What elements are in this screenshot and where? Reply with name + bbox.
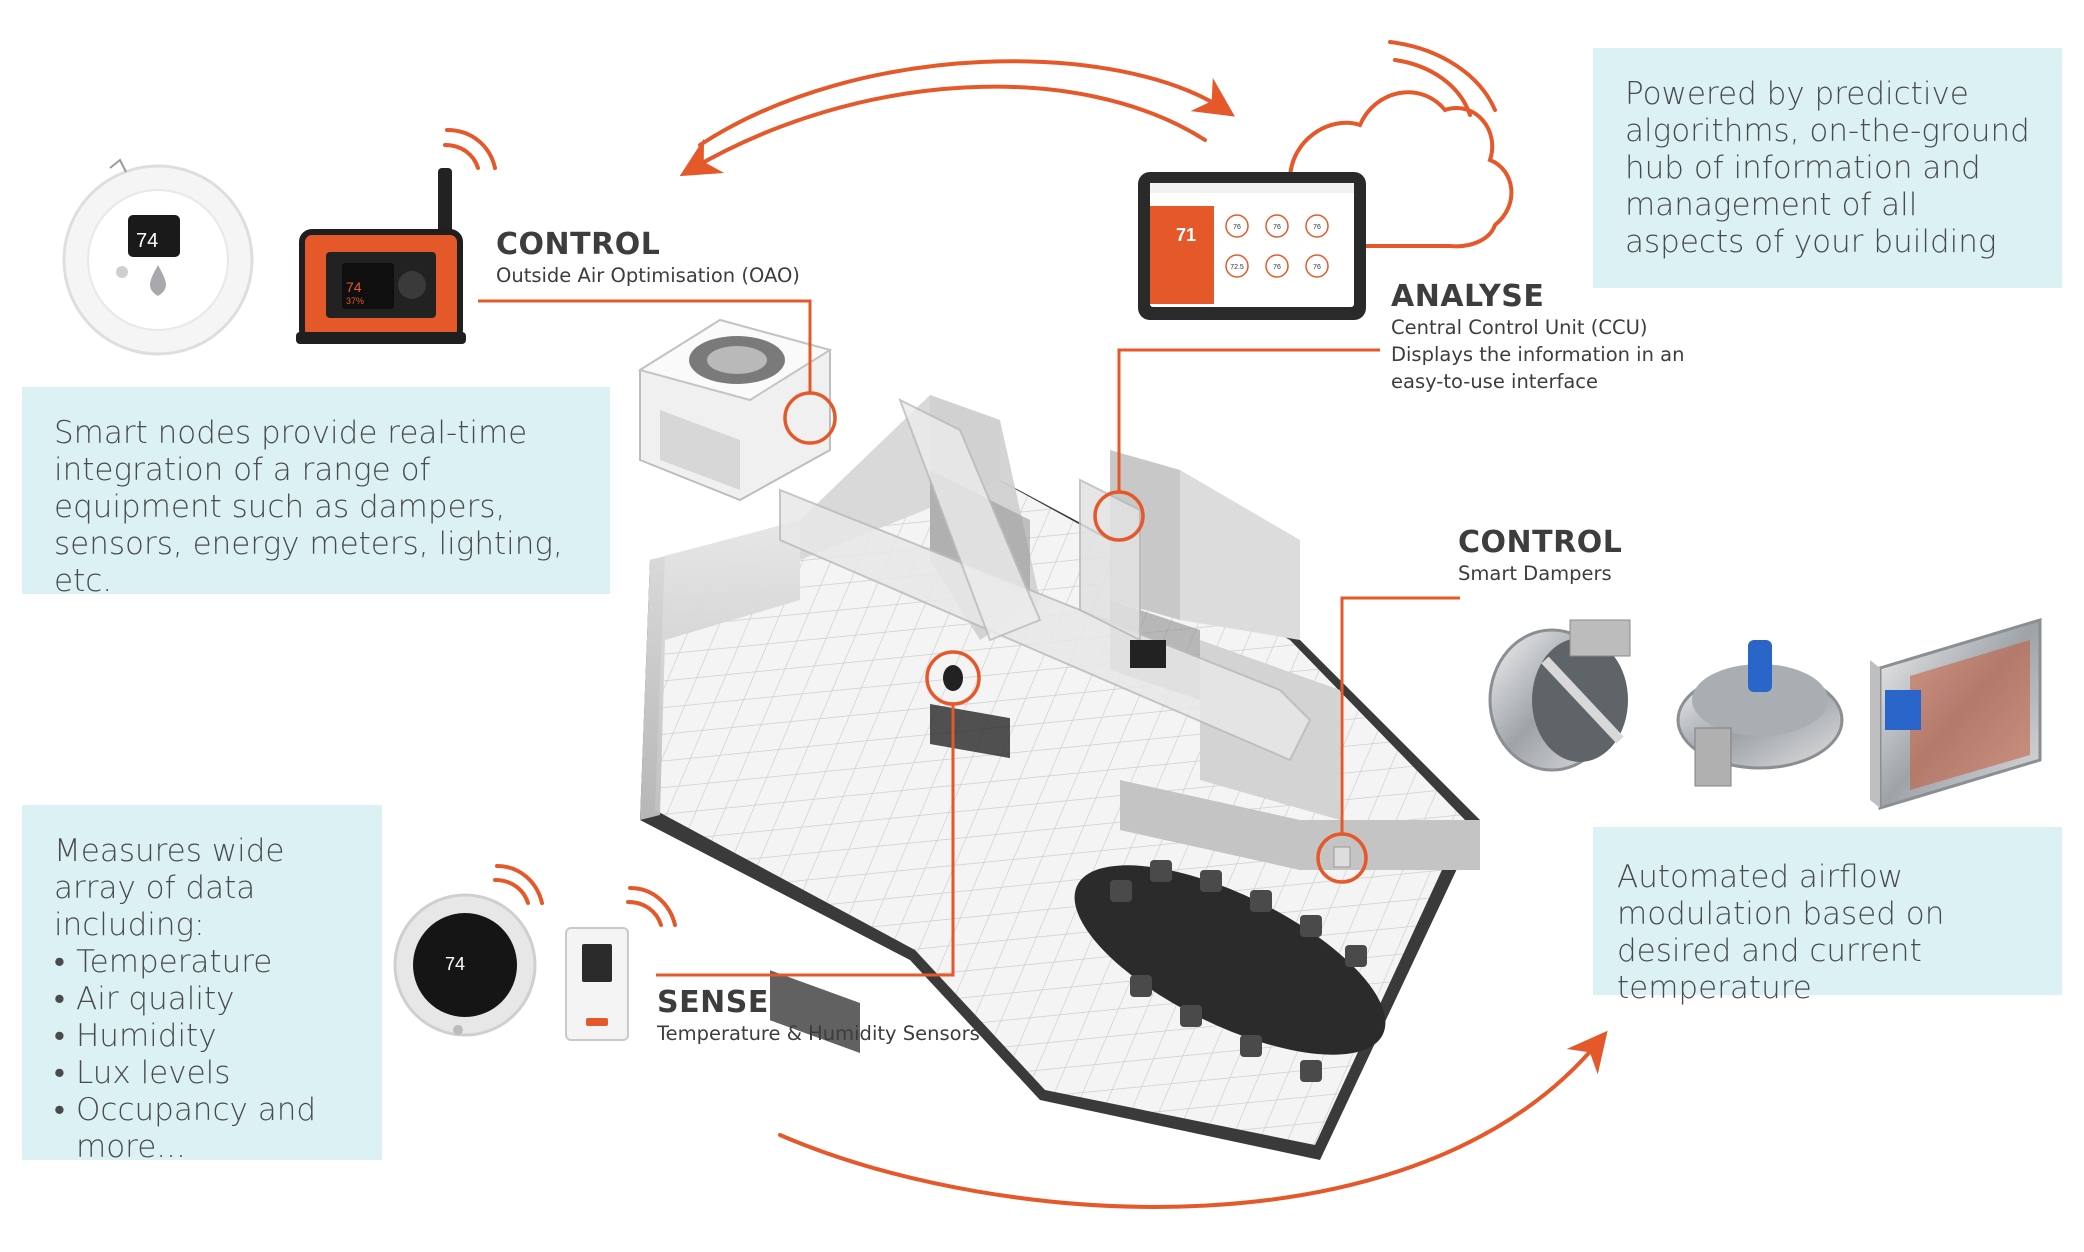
connector-ccu [1117, 348, 1380, 492]
list-item: Temperature [54, 944, 366, 981]
ccu-tiles [1225, 214, 1329, 278]
list-item: Air quality [54, 981, 366, 1018]
label-subtitle: Smart Dampers [1458, 562, 1612, 585]
droplet-icon [150, 265, 166, 296]
ccu-main-temp: 71 [1176, 225, 1196, 245]
ccu-tile-3: 72.5 [1230, 264, 1244, 271]
ccu-tile-5: 76 [1313, 264, 1321, 271]
conference-chairs [1110, 860, 1367, 1082]
info-box-predictive: Powered by predictive algorithms, on-the… [1593, 48, 2062, 288]
wall-sensor-device [565, 927, 629, 1041]
info-text-predictive: Powered by predictive algorithms, on-the… [1625, 76, 2030, 260]
desk-2 [930, 703, 1010, 759]
ccu-tile-2: 76 [1313, 224, 1321, 231]
measures-list: Temperature Air quality Humidity Lux lev… [54, 944, 366, 1166]
oao-display-temp: 74 [346, 279, 362, 295]
desk-1 [770, 970, 860, 1054]
conference-table [1074, 865, 1386, 1055]
list-item: Humidity [54, 1018, 366, 1055]
label-control-dampers: CONTROL Smart Dampers [1458, 526, 1622, 587]
oao-display-humidity: 37% [346, 296, 364, 306]
flow-arrows [679, 59, 1608, 1209]
label-subtitle: Outside Air Optimisation (OAO) [496, 264, 800, 287]
connector-oao [478, 299, 812, 394]
info-text-measures-intro: Measures wide array of data including: [54, 833, 285, 943]
info-box-airflow: Automated airflow modulation based on de… [1593, 827, 2062, 1006]
ccu-tile-0: 76 [1233, 224, 1241, 231]
ccu-tile-1: 76 [1273, 224, 1281, 231]
ductwork-branch [898, 397, 1042, 642]
label-subtitle: Temperature & Humidity Sensors [657, 1022, 980, 1045]
label-subtitle: Central Control Unit (CCU) [1391, 316, 1648, 339]
arrow-top-left [679, 84, 1207, 177]
wifi-icon [443, 40, 1497, 927]
arrow-top-right [698, 59, 1235, 147]
building-floorplan [637, 318, 1480, 1160]
outer-wall-left [640, 520, 800, 820]
rooftop-ac-unit [637, 318, 833, 502]
list-item: Occupancy and more... [54, 1092, 366, 1166]
label-control-oao: CONTROL Outside Air Optimisation (OAO) [496, 228, 800, 289]
node-display-temp: 74 [136, 230, 158, 252]
list-item: Lux levels [54, 1055, 366, 1092]
label-heading: ANALYSE [1391, 279, 1545, 314]
smart-node-device: 74 [62, 158, 254, 356]
label-sense: SENSE Temperature & Humidity Sensors [657, 986, 980, 1047]
info-box-smart-nodes: Smart nodes provide real-time integratio… [22, 387, 610, 599]
label-subtitle: easy-to-use interface [1391, 370, 1598, 393]
damper-round-2 [1676, 640, 1844, 787]
info-box-measures: Measures wide array of data including: T… [22, 805, 382, 1165]
info-text-smart-nodes: Smart nodes provide real-time integratio… [54, 415, 563, 599]
connector-dampers [1340, 596, 1460, 834]
label-subtitle: Displays the information in an [1391, 343, 1685, 366]
ccu-tablet-device: 71 76 76 76 72.5 76 76 [1138, 172, 1366, 320]
label-analyse: ANALYSE Central Control Unit (CCU) Displ… [1391, 280, 1684, 395]
wall-room-2-side [1180, 470, 1300, 640]
label-heading: SENSE [657, 985, 769, 1020]
round-sensor-device: 74 [393, 893, 537, 1037]
damper-round-1 [1488, 619, 1631, 772]
wall-conference [1120, 780, 1480, 870]
sensor-display-temp: 74 [445, 954, 465, 974]
damper-rectangular [1870, 617, 2042, 811]
arrow-bottom [778, 1030, 1608, 1209]
table-small [1130, 640, 1166, 668]
connector-lines [478, 299, 1460, 977]
info-text-airflow: Automated airflow modulation based on de… [1617, 859, 1945, 1006]
ductwork-main [779, 488, 1312, 762]
label-heading: CONTROL [496, 227, 661, 262]
label-heading: CONTROL [1458, 525, 1623, 560]
oao-controller-device: 74 37% [296, 168, 466, 344]
connector-sense [656, 704, 955, 977]
ccu-tile-4: 76 [1273, 264, 1281, 271]
cloud-icon [1288, 90, 1514, 249]
